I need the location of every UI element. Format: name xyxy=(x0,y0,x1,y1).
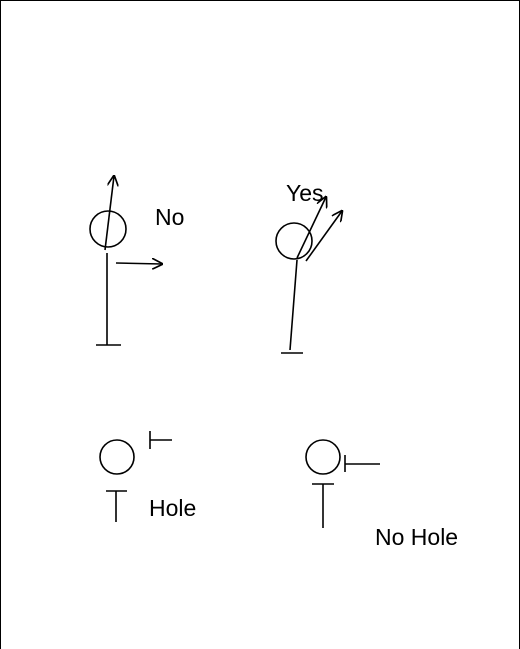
label-no-hole: No Hole xyxy=(375,524,458,550)
ball-circle-icon xyxy=(305,439,341,475)
angled-arrow-icon xyxy=(296,197,326,259)
figure-hole xyxy=(99,431,172,522)
figure-no xyxy=(89,176,162,346)
shaft-line xyxy=(289,259,298,351)
angled-arrow-icon xyxy=(305,211,342,262)
up-arrow-icon xyxy=(104,176,114,251)
label-hole: Hole xyxy=(149,495,196,521)
figure-yes xyxy=(275,197,342,354)
label-no: No xyxy=(155,204,184,230)
ball-circle-icon xyxy=(89,210,127,248)
ball-circle-icon xyxy=(275,222,313,260)
ball-circle-icon xyxy=(99,439,135,475)
label-yes: Yes xyxy=(286,180,324,206)
figure-no-hole xyxy=(305,439,380,528)
right-arrow-icon xyxy=(115,263,162,264)
